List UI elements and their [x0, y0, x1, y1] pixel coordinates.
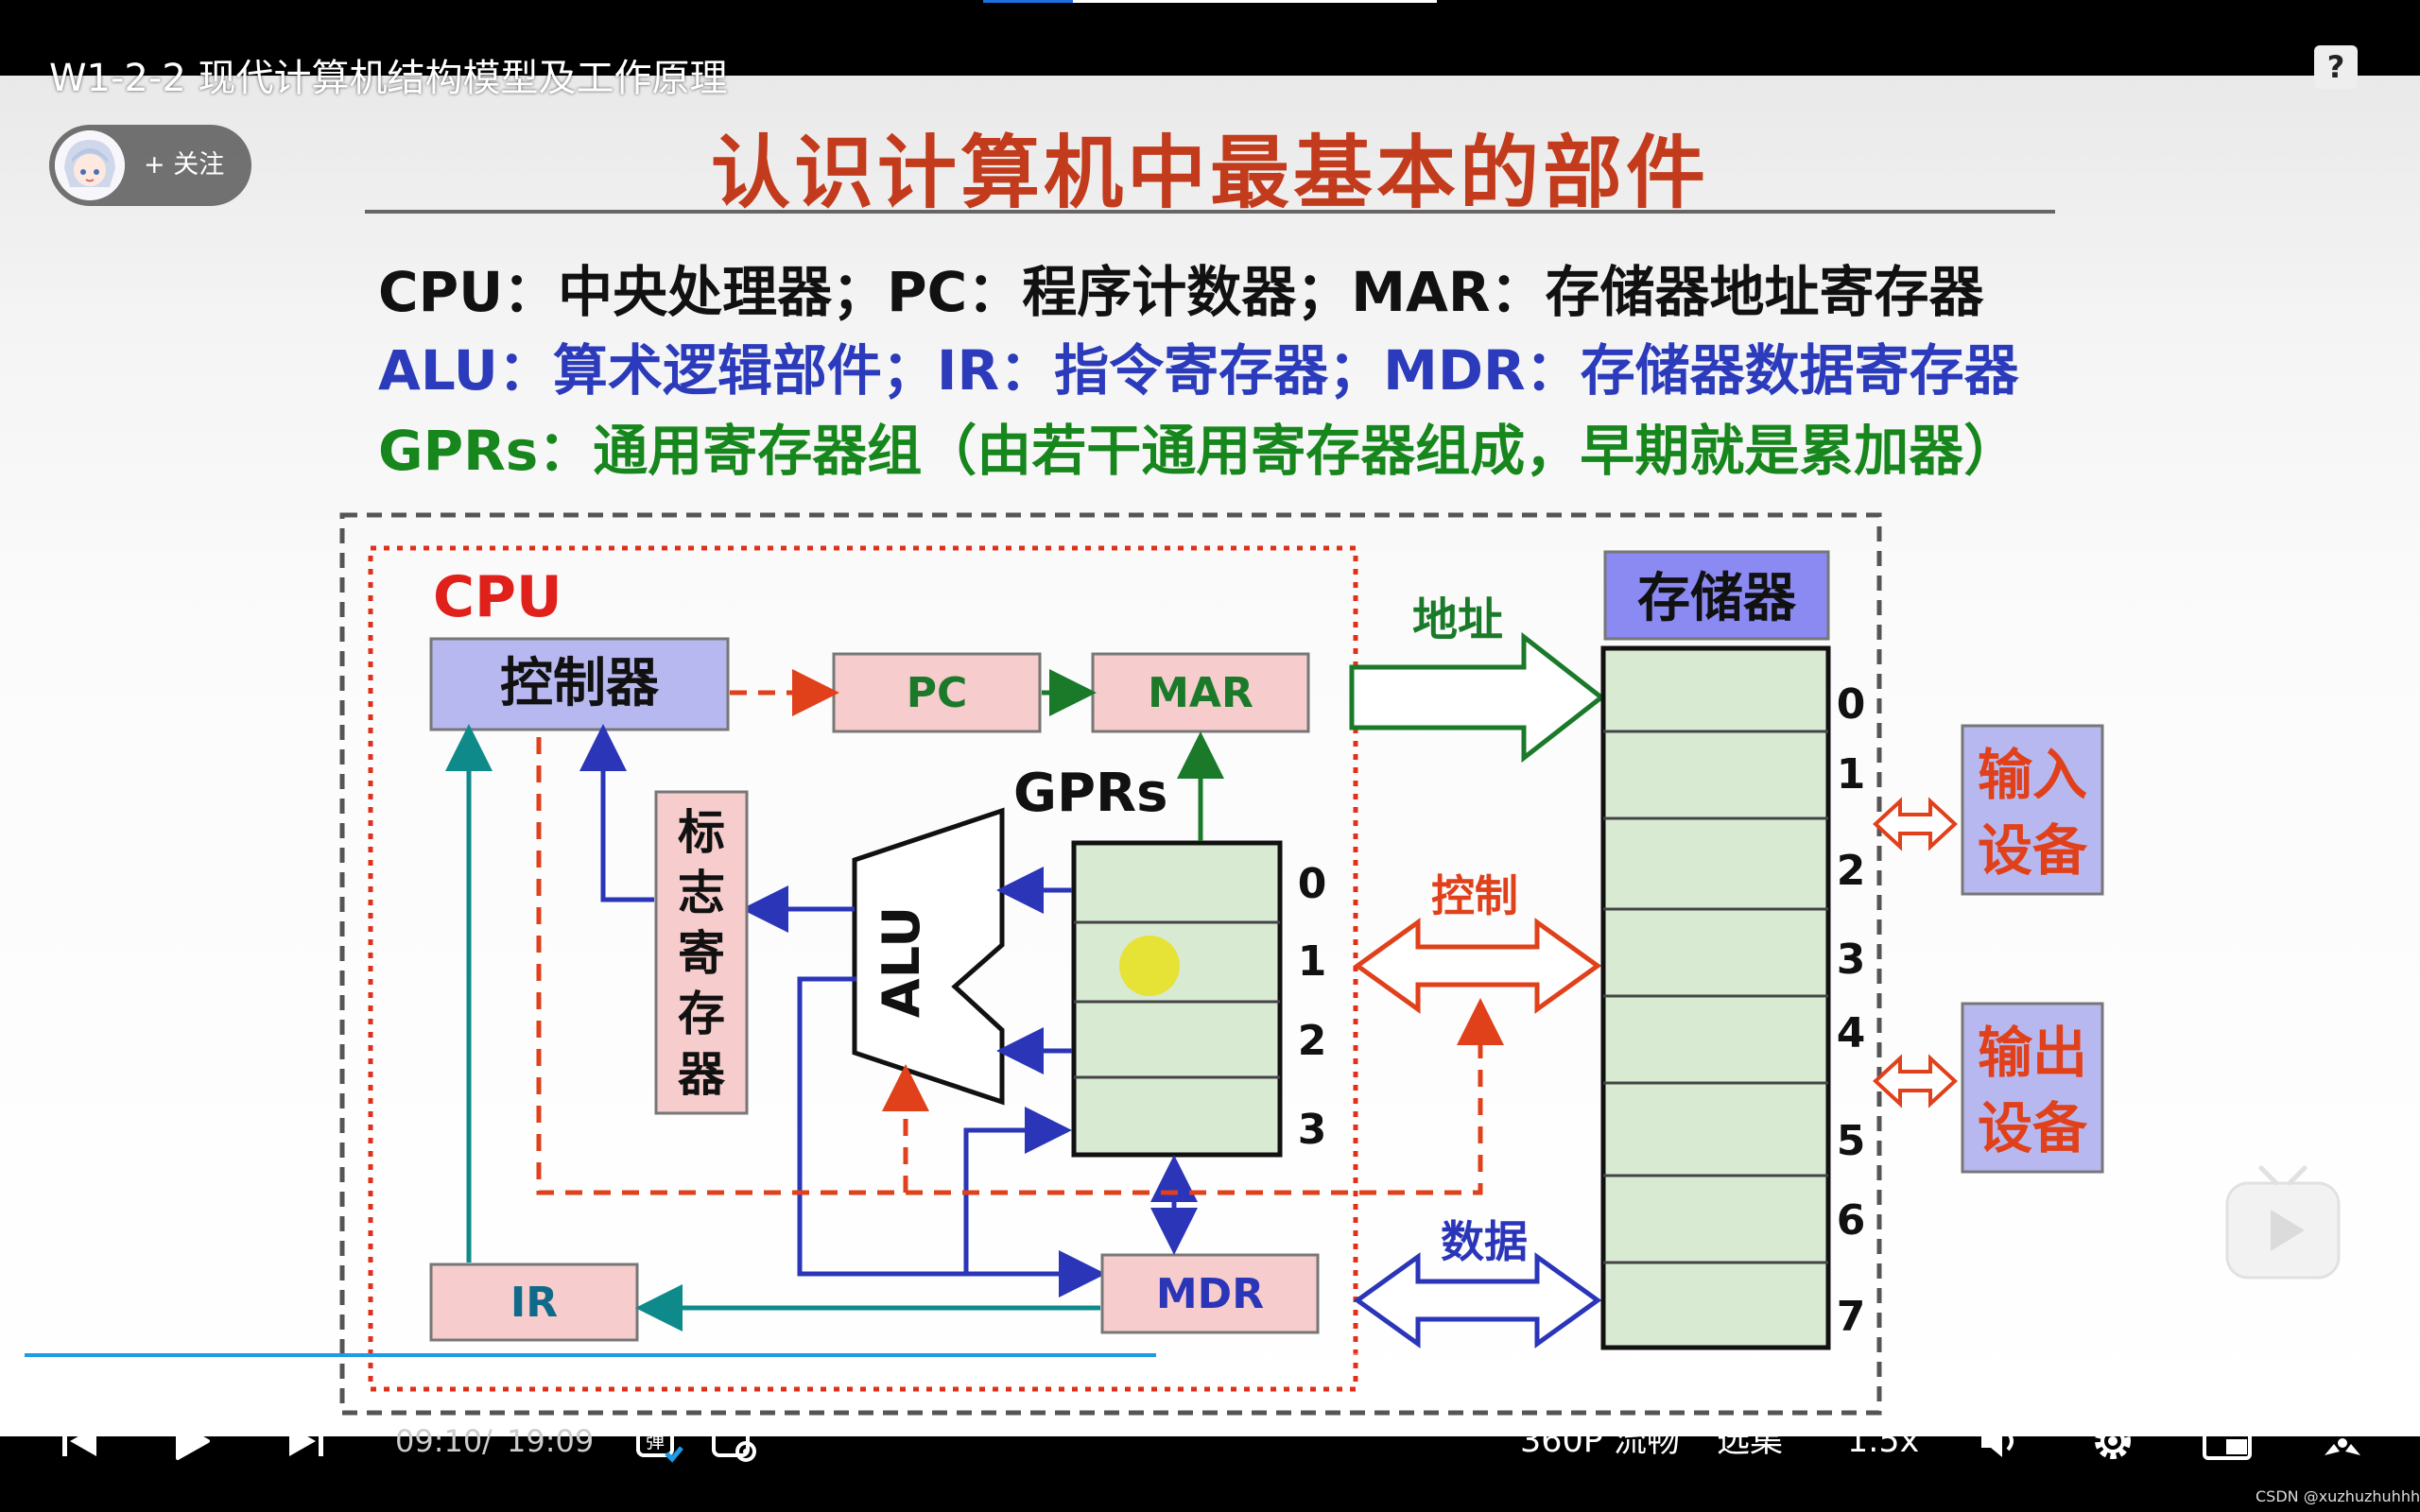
flags-char-3: 寄: [678, 926, 725, 981]
architecture-diagram: CPU 控制器 PC MAR GPRs 0 1 2 3 ALU: [339, 512, 2341, 1416]
output-device-line2: 设备: [1978, 1096, 2088, 1160]
control-label: 控制: [1431, 870, 1518, 921]
episodes-button[interactable]: 选集: [1717, 1422, 1784, 1460]
next-icon[interactable]: [282, 1408, 331, 1474]
quality-selector[interactable]: 360P 流畅: [1520, 1422, 1681, 1460]
memory-index-4: 4: [1837, 1009, 1866, 1057]
follow-button[interactable]: + 关注: [144, 150, 225, 180]
address-bus-arrow: [1349, 631, 1606, 764]
flags-char-5: 器: [678, 1047, 726, 1102]
video-progress-played: [25, 1353, 1157, 1357]
fullscreen-icon[interactable]: [2314, 1408, 2371, 1474]
legend-line-alu: ALU：算术逻辑部件；IR：指令寄存器；MDR：存储器数据寄存器: [378, 338, 2019, 403]
slide-title: 认识计算机中最基本的部件: [710, 127, 1709, 219]
mdr-box: [1100, 1253, 1320, 1334]
legend-line-gprs: GPRs：通用寄存器组（由若干通用寄存器组成，早期就是累加器）: [378, 419, 2019, 483]
pc-box: [832, 652, 1042, 733]
input-io-arrow: [1873, 797, 1958, 851]
controller-box: [429, 637, 730, 731]
memory-cells: [1600, 645, 1831, 1350]
gpr-index-0: 0: [1298, 860, 1327, 908]
danmaku-settings-icon[interactable]: [707, 1408, 762, 1474]
ir-box: [429, 1263, 639, 1342]
legend-line-cpu: CPU：中央处理器；PC：程序计数器；MAR：存储器地址寄存器: [378, 260, 1984, 324]
mar-label: MAR: [1148, 669, 1253, 717]
pc-label: PC: [907, 669, 968, 717]
time-total: 19:09: [507, 1423, 595, 1459]
svg-text:弹: 弹: [646, 1430, 665, 1452]
flags-char-1: 标: [678, 805, 725, 860]
loading-segment-white: [1073, 0, 1437, 3]
gpr-index-3: 3: [1298, 1106, 1327, 1154]
input-device-box: [1961, 724, 2104, 896]
memory-index-2: 2: [1837, 847, 1866, 895]
memory-index-6: 6: [1837, 1196, 1866, 1245]
ir-label: IR: [510, 1279, 558, 1327]
video-frame[interactable]: CPU 控制器 PC MAR GPRs 0 1 2 3 ALU: [0, 76, 2420, 1436]
input-device-line2: 设备: [1978, 818, 2088, 883]
memory-label: 存储器: [1637, 568, 1797, 629]
avatar[interactable]: [55, 130, 125, 200]
output-io-arrow: [1873, 1054, 1958, 1108]
csdn-watermark: CSDN @xuzhuzhuhhh: [2256, 1487, 2420, 1505]
output-device-box: [1961, 1002, 2104, 1174]
system-boundary: [339, 512, 1882, 1416]
controller-label: 控制器: [500, 653, 660, 714]
memory-index-5: 5: [1837, 1117, 1866, 1165]
alu-label: ALU: [872, 906, 931, 1018]
settings-icon[interactable]: [2085, 1408, 2140, 1474]
memory-index-7: 7: [1837, 1293, 1866, 1341]
player-control-bar: 09:10 / 19:09 弹 360P 流畅 选集 1.5x: [0, 1408, 2420, 1474]
cpu-boundary: [368, 545, 1358, 1392]
cpu-label: CPU: [433, 564, 562, 630]
control-bus-arrow: [1353, 918, 1602, 1014]
danmaku-icon[interactable]: 弹: [631, 1408, 686, 1474]
flags-register: [654, 790, 749, 1115]
data-label: 数据: [1441, 1216, 1528, 1267]
memory-index-3: 3: [1837, 936, 1866, 984]
uploader-follow-pill[interactable]: + 关注: [49, 125, 251, 206]
alu-unit: [852, 807, 1005, 1106]
time-current: 09:10: [395, 1423, 483, 1459]
gpr-index-1: 1: [1298, 937, 1327, 986]
mdr-label: MDR: [1156, 1270, 1264, 1318]
memory-index-0: 0: [1837, 680, 1866, 729]
video-title: W1-2-2 现代计算机结构模型及工作原理: [49, 57, 728, 100]
top-loading-bar: [0, 0, 2420, 3]
memory-index-1: 1: [1837, 750, 1866, 799]
gprs-label: GPRs: [1013, 763, 1167, 824]
speed-selector[interactable]: 1.5x: [1847, 1422, 1920, 1460]
memory-title-box: [1603, 550, 1830, 641]
video-progress-bar[interactable]: [25, 1353, 2397, 1357]
tv-play-overlay-icon[interactable]: [2225, 1165, 2341, 1280]
gpr-index-2: 2: [1298, 1017, 1327, 1065]
help-icon[interactable]: ?: [2314, 45, 2358, 89]
slide-title-underline: [365, 210, 2055, 214]
play-icon[interactable]: [166, 1408, 216, 1474]
cursor-highlight: [1119, 936, 1180, 996]
address-label: 地址: [1412, 593, 1503, 646]
flags-char-2: 志: [678, 866, 725, 920]
gpr-register-file: [1071, 840, 1283, 1158]
previous-icon[interactable]: [55, 1408, 104, 1474]
input-device-line1: 输入: [1978, 743, 2087, 807]
loading-segment-blue: [983, 0, 1073, 3]
time-separator: /: [482, 1423, 493, 1459]
flags-char-4: 存: [678, 987, 725, 1041]
volume-icon[interactable]: [1974, 1408, 2029, 1474]
picture-in-picture-icon[interactable]: [2199, 1408, 2256, 1474]
output-device-line1: 输出: [1978, 1021, 2087, 1085]
data-bus-arrow: [1353, 1252, 1602, 1349]
